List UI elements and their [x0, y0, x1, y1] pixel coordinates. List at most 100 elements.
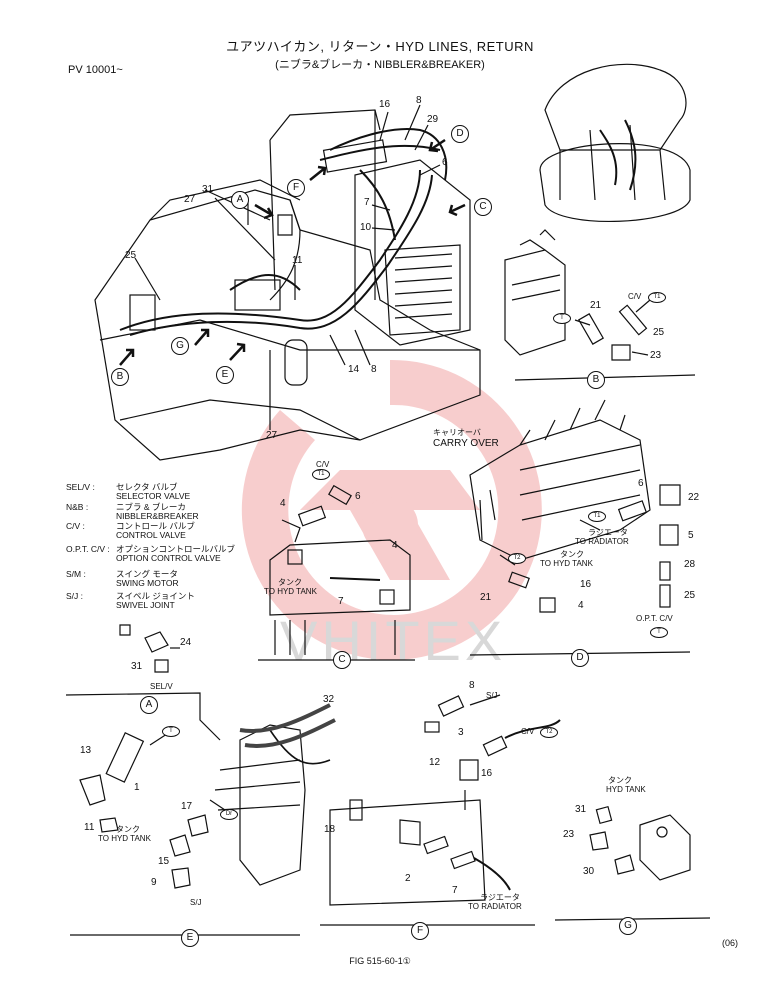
part-27-main: 27: [184, 194, 196, 205]
part-11-e: 11: [84, 822, 95, 833]
part-8-main: 8: [416, 95, 422, 106]
part-1-e: 1: [134, 782, 140, 793]
figure-number: FIG 515-60-1①: [349, 956, 411, 966]
tag-t2-d: T2: [508, 553, 526, 564]
marker-g-main: G: [171, 337, 189, 355]
part-14-main: 14: [348, 364, 360, 375]
part-21-b: 21: [590, 300, 602, 311]
part-18-f: 18: [324, 824, 336, 835]
label-tank-jp-g: タンク: [608, 776, 632, 785]
marker-f-main: F: [287, 179, 305, 197]
label-radiator-jp-d: ラジエータ: [588, 528, 628, 537]
tag-t1-d: T1: [588, 511, 606, 522]
part-7-c: 7: [338, 596, 344, 607]
part-10-main: 10: [360, 222, 372, 233]
part-28-d: 28: [684, 559, 696, 570]
marker-b-main: B: [111, 368, 129, 386]
label-opt-cv-d: O.P.T. C/V: [636, 614, 673, 623]
marker-d-main: D: [451, 125, 469, 143]
part-9-e: 9: [151, 877, 157, 888]
label-to-hyd-tank-c: TO HYD TANK: [264, 587, 317, 596]
tag-t-b: T: [553, 313, 571, 324]
label-selv-a: SEL/V: [150, 682, 173, 691]
label-to-hyd-tank-d: TO HYD TANK: [540, 559, 593, 568]
serial-range: PV 10001~: [68, 64, 123, 76]
part-11-main: 11: [292, 255, 303, 266]
part-4-right-c: 4: [392, 540, 398, 551]
marker-e-main: E: [216, 366, 234, 384]
label-to-radiator-d: TO RADIATOR: [575, 537, 629, 546]
part-12-f: 12: [429, 757, 441, 768]
marker-g-section: G: [619, 917, 637, 935]
part-15-e: 15: [158, 856, 170, 867]
marker-c-section: C: [333, 651, 351, 669]
marker-f-section: F: [411, 922, 429, 940]
marker-d-section: D: [571, 649, 589, 667]
part-4-c: 4: [280, 498, 286, 509]
page-subtitle: (ニブラ&ブレーカ・NIBBLER&BREAKER): [275, 59, 485, 71]
part-31-a: 31: [131, 661, 143, 672]
part-24-a: 24: [180, 637, 192, 648]
label-carry-over-jp: キャリオーバ: [433, 428, 481, 437]
part-21-d: 21: [480, 592, 492, 603]
part-16-main: 16: [379, 99, 391, 110]
part-25-d: 25: [684, 590, 696, 601]
label-cv-c: C/V: [316, 460, 330, 469]
label-carry-over: CARRY OVER: [433, 438, 499, 449]
part-7-main: 7: [364, 197, 370, 208]
page-number: (06): [722, 938, 739, 948]
label-hyd-tank-g: HYD TANK: [606, 785, 646, 794]
part-22-d: 22: [688, 492, 700, 503]
part-16-d: 16: [580, 579, 592, 590]
part-25-main: 25: [125, 250, 137, 261]
part-16-f: 16: [481, 768, 493, 779]
part-31-g: 31: [575, 804, 587, 815]
part-27-lower-main: 27: [266, 430, 278, 441]
part-5-d: 5: [688, 530, 694, 541]
part-30-g: 30: [583, 866, 595, 877]
tag-t1-b: T1: [648, 292, 666, 303]
part-6-d: 6: [638, 478, 644, 489]
part-23-b: 23: [650, 350, 662, 361]
marker-a-main: A: [231, 191, 249, 209]
label-cv-f: C/V: [521, 727, 535, 736]
tag-dr-e: Dr: [220, 809, 238, 820]
label-cv-b: C/V: [628, 292, 642, 301]
part-8-f: 8: [469, 680, 475, 691]
tag-t-e: T: [162, 726, 180, 737]
part-8-lower-main: 8: [371, 364, 377, 375]
label-to-radiator-f: TO RADIATOR: [468, 902, 522, 911]
watermark-logo-icon: [241, 359, 542, 660]
part-31-main: 31: [202, 184, 214, 195]
label-radiator-jp-f: ラジエータ: [480, 893, 520, 902]
label-tank-jp-d: タンク: [560, 550, 584, 559]
label-to-hyd-tank-e: TO HYD TANK: [98, 834, 151, 843]
tag-t2-f: T2: [540, 727, 558, 738]
marker-b-section: B: [587, 371, 605, 389]
label-sj-e: S/J: [190, 898, 202, 907]
label-tank-jp-e: タンク: [116, 825, 140, 834]
part-3-f: 3: [458, 727, 464, 738]
part-6-c: 6: [355, 491, 361, 502]
label-tank-jp-c: タンク: [278, 578, 302, 587]
marker-c-main: C: [474, 198, 492, 216]
part-23-g: 23: [563, 829, 575, 840]
label-sj-f: S/J: [486, 691, 498, 700]
watermark-text: VHITEX: [280, 609, 507, 672]
part-17-e: 17: [181, 801, 193, 812]
marker-e-section: E: [181, 929, 199, 947]
page-title: ユアツハイカン, リターン・HYD LINES, RETURN: [226, 39, 534, 54]
part-25-b: 25: [653, 327, 665, 338]
part-6-main: 6: [442, 157, 448, 168]
part-4-d: 4: [578, 600, 584, 611]
tag-t1-c: T1: [312, 469, 330, 480]
part-29-main: 29: [427, 114, 439, 125]
part-7-f: 7: [452, 885, 458, 896]
part-32-e: 32: [323, 694, 335, 705]
